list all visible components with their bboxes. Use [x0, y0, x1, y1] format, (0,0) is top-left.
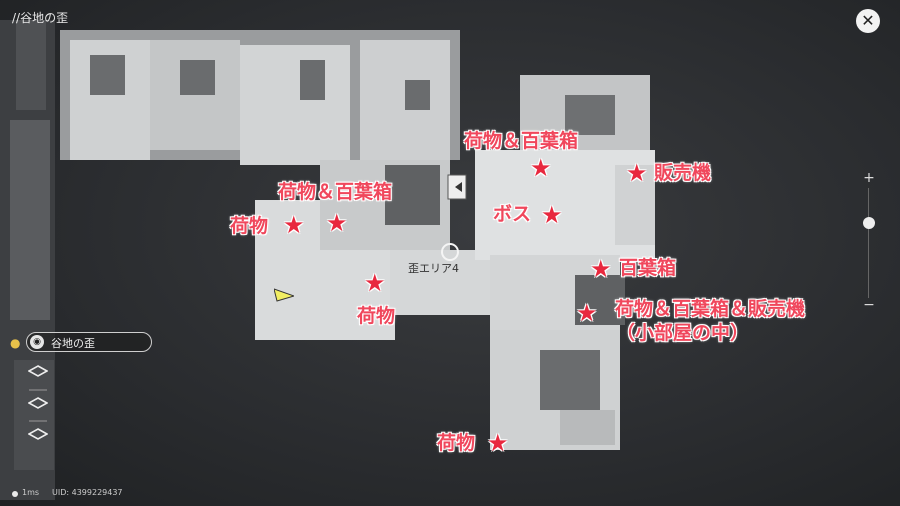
floor-selector[interactable] [28, 365, 48, 377]
map-annotation: 荷物 [230, 215, 269, 237]
map-annotation: 荷物＆百葉箱＆販売機 [615, 298, 806, 320]
star-marker-icon[interactable]: ★ [576, 299, 598, 327]
map-annotation: 荷物 [437, 432, 476, 454]
zoom-in-button[interactable]: + [863, 170, 875, 186]
zoom-slider-handle[interactable] [863, 217, 875, 229]
floor-selector[interactable] [28, 415, 48, 427]
star-marker-icon[interactable]: ★ [590, 255, 612, 283]
map-annotation: （小部屋の中） [616, 322, 750, 344]
floor-layer-icon [28, 428, 48, 440]
zoom-out-button[interactable]: − [863, 297, 875, 313]
floor-layer-icon [28, 365, 48, 377]
floor-layer-icon [29, 389, 47, 391]
map-annotation: 百葉箱 [619, 257, 677, 279]
star-marker-icon[interactable]: ★ [541, 201, 563, 229]
user-id: UID: 4399229437 [52, 488, 123, 497]
map-annotation: 荷物＆百葉箱 [464, 130, 579, 152]
star-marker-icon[interactable]: ★ [364, 269, 386, 297]
floor-layer-icon [29, 420, 47, 422]
zoom-slider-track[interactable] [868, 188, 869, 298]
map-area-label: 歪エリア4 [408, 262, 459, 275]
star-marker-icon[interactable]: ★ [487, 429, 509, 457]
close-icon: ✕ [861, 11, 875, 30]
floor-layer-icon [28, 397, 48, 409]
location-label: 谷地の歪 [51, 337, 95, 350]
map-annotation: ボス [493, 203, 532, 225]
floor-selector[interactable] [28, 428, 48, 440]
floor-selector[interactable] [28, 397, 48, 409]
map-annotation: 荷物 [357, 305, 396, 327]
star-marker-icon[interactable]: ★ [283, 211, 305, 239]
star-marker-icon[interactable]: ★ [326, 209, 348, 237]
close-button[interactable]: ✕ [856, 9, 880, 33]
map-annotation: 販売機 [654, 162, 712, 184]
location-selector[interactable]: ◉ 谷地の歪 [26, 332, 152, 352]
player-position-icon [274, 288, 294, 302]
area-icon: ◉ [30, 335, 44, 349]
star-marker-icon[interactable]: ★ [626, 159, 648, 187]
floor-selector[interactable] [28, 384, 48, 396]
network-status-icon [12, 491, 18, 497]
ping-readout: 1ms [22, 488, 40, 497]
location-pin-icon: ● [10, 336, 21, 350]
map-annotation: 荷物＆百葉箱 [278, 181, 393, 203]
area-title: //谷地の歪 [12, 11, 69, 25]
star-marker-icon[interactable]: ★ [530, 154, 552, 182]
